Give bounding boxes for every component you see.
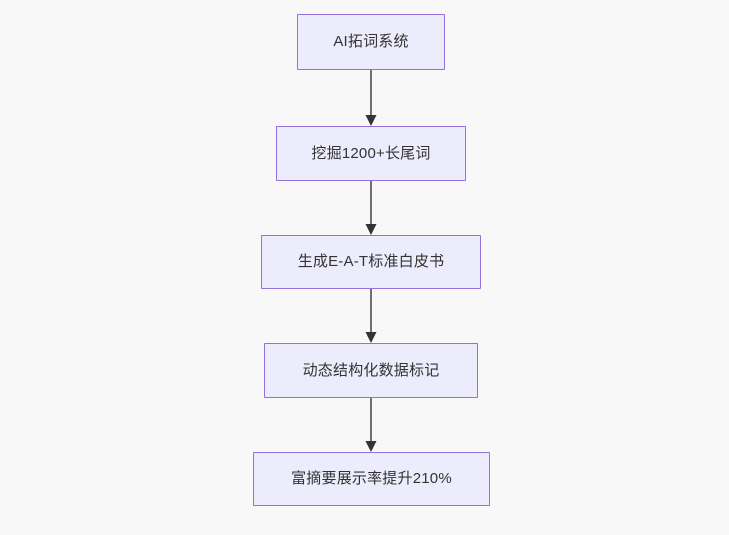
flowchart-node-2[interactable]: 挖掘1200+长尾词 bbox=[276, 126, 466, 181]
flowchart-node-4[interactable]: 动态结构化数据标记 bbox=[264, 343, 478, 398]
flowchart-node-2-label: 挖掘1200+长尾词 bbox=[311, 144, 431, 162]
flowchart-node-3-label: 生成E-A-T标准白皮书 bbox=[297, 253, 445, 270]
edge-node3-to-node4 bbox=[361, 289, 381, 343]
edge-node4-to-node5 bbox=[361, 398, 381, 452]
arrowhead-icon bbox=[365, 441, 377, 452]
flowchart-node-3[interactable]: 生成E-A-T标准白皮书 bbox=[261, 235, 481, 289]
flowchart-node-5-label: 富摘要展示率提升210% bbox=[291, 470, 452, 487]
arrowhead-icon bbox=[365, 115, 377, 126]
arrowhead-icon bbox=[365, 224, 377, 235]
edge-node1-to-node2 bbox=[361, 70, 381, 126]
flowchart-node-1[interactable]: AI拓词系统 bbox=[297, 14, 445, 70]
flowchart-node-5[interactable]: 富摘要展示率提升210% bbox=[253, 452, 490, 506]
edge-node2-to-node3 bbox=[361, 181, 381, 235]
flowchart-node-4-label: 动态结构化数据标记 bbox=[302, 361, 440, 379]
arrowhead-icon bbox=[365, 332, 377, 343]
flowchart-node-1-label: AI拓词系统 bbox=[333, 33, 409, 50]
